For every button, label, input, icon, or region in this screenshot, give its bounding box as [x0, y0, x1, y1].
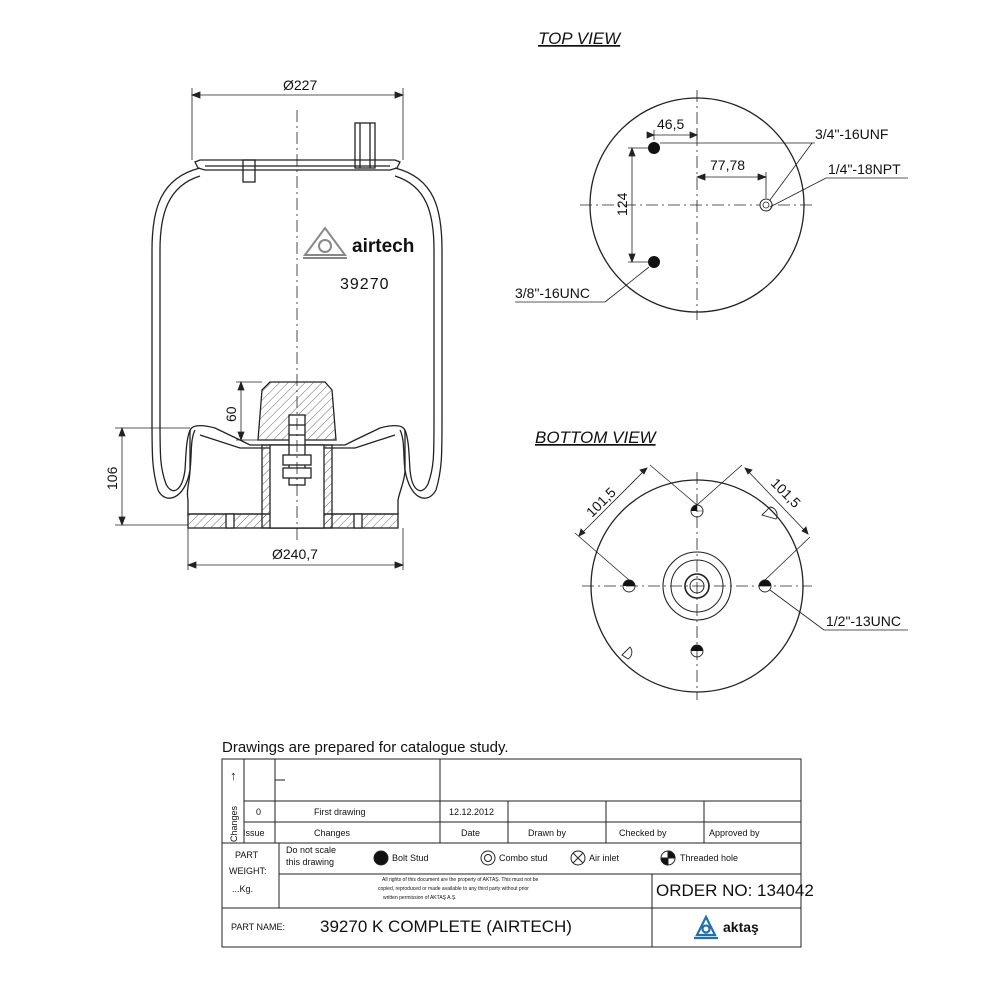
tb-header-date: Date	[461, 828, 480, 838]
tb-header-issue: Issue	[243, 828, 265, 838]
top-view-title: TOP VIEW	[538, 29, 622, 48]
tb-legal-3: written permission of AKTAŞ A.Ş.	[383, 895, 457, 901]
bolt-stud-icon	[373, 850, 389, 866]
tb-legal-1: All rights of this document are the prop…	[382, 877, 538, 883]
combo-stud-icon	[480, 850, 496, 866]
drawing-caption: Drawings are prepared for catalogue stud…	[222, 739, 509, 756]
label-inlet: 1/4"-18NPT	[828, 161, 901, 177]
tb-header-approved-by: Approved by	[709, 828, 760, 838]
tb-legend-combo: Combo stud	[499, 853, 548, 863]
dim-offset: 46,5	[657, 116, 684, 132]
tb-part-name-label: PART NAME:	[231, 922, 285, 932]
tb-part: PART	[235, 850, 259, 860]
label-bottom-thread: 1/2"-13UNC	[826, 613, 901, 629]
dim-inlet: 77,78	[710, 157, 745, 173]
bottom-hole-right	[759, 580, 771, 586]
side-brand: airtech	[352, 236, 414, 257]
tb-legend-air: Air inlet	[589, 853, 620, 863]
dim-height: 106	[104, 466, 120, 490]
label-stud-top: 3/4"-16UNF	[815, 126, 888, 142]
tb-header-changes: Changes	[314, 828, 351, 838]
tb-legend-threaded: Threaded hole	[680, 853, 738, 863]
airtech-logo	[303, 226, 347, 259]
bottom-hole-bottom	[691, 645, 703, 651]
bottom-view-title: BOTTOM VIEW	[535, 428, 658, 447]
tb-order-number: ORDER NO: 134042	[656, 881, 814, 900]
tb-header-checked-by: Checked by	[619, 828, 667, 838]
tb-weight: WEIGHT:	[229, 866, 267, 876]
tb-part-name: 39270 K COMPLETE (AIRTECH)	[320, 917, 572, 936]
side-dimensions	[115, 88, 405, 570]
dim-spacing: 124	[614, 192, 630, 216]
air-inlet-icon	[570, 850, 586, 866]
tb-arrow: ↑	[230, 768, 237, 783]
tb-header-drawn-by: Drawn by	[528, 828, 567, 838]
top-stud-upper	[648, 142, 660, 154]
dim-bottom-left: 101,5	[583, 484, 619, 520]
title-block	[221, 758, 802, 948]
bottom-hole-left	[623, 580, 635, 586]
tb-first-drawing: First drawing	[314, 807, 366, 817]
tb-kg: ...Kg.	[232, 884, 253, 894]
tb-legal-2: copied, reproduced or made available to …	[378, 886, 529, 892]
top-air-inlet	[759, 198, 773, 212]
tb-company: aktaş	[723, 919, 759, 935]
dim-piston: 60	[223, 406, 239, 422]
side-part-number: 39270	[340, 276, 390, 293]
tb-do-not-scale-2: this drawing	[286, 857, 334, 867]
tb-changes-vertical: Changes	[229, 805, 239, 842]
tb-date-value: 12.12.2012	[449, 807, 494, 817]
dim-bottom-diameter: Ø240,7	[272, 546, 318, 562]
tb-issue-value: 0	[256, 807, 261, 817]
tb-legend-bolt: Bolt Stud	[392, 853, 429, 863]
bottom-view	[574, 464, 908, 700]
dim-top-diameter: Ø227	[283, 77, 317, 93]
aktas-logo-icon	[694, 914, 718, 940]
tb-do-not-scale-1: Do not scale	[286, 845, 336, 855]
label-stud-bottom: 3/8"-16UNC	[515, 285, 590, 301]
top-stud-lower	[648, 256, 660, 268]
dim-bottom-right: 101,5	[768, 475, 804, 511]
tb-legend-symbols	[373, 850, 676, 866]
top-view	[515, 90, 908, 320]
